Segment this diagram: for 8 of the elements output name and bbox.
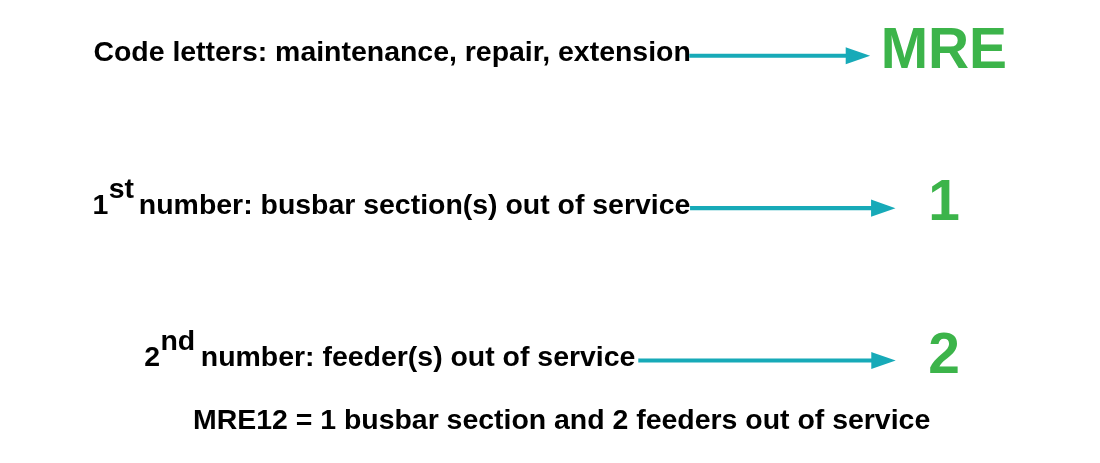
node-text: 2 <box>927 321 960 385</box>
node-text: Code letters: maintenance, repair, extension <box>92 35 691 68</box>
arrow <box>689 199 895 217</box>
node-text: MRE <box>880 16 1007 80</box>
arrow <box>637 351 896 370</box>
caption: MRE12 = 1 busbar section and 2 feeders out of service <box>192 402 930 435</box>
arrow <box>688 47 870 65</box>
node-text: 1 <box>927 169 960 233</box>
